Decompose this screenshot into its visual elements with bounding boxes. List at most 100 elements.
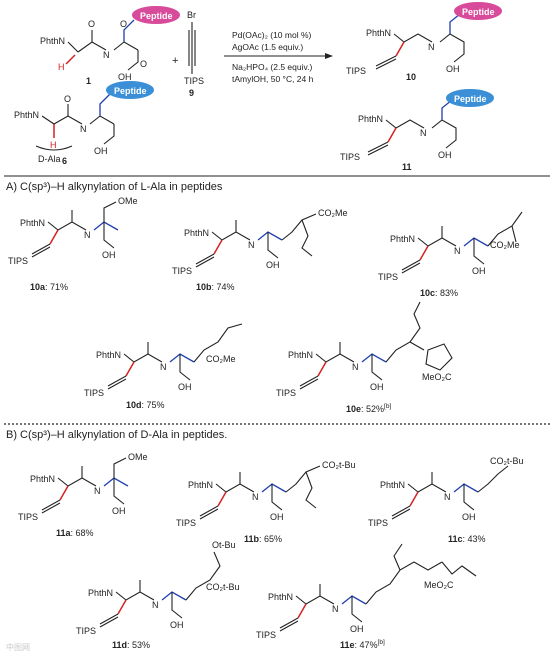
ester-11b: CO₂t-Bu bbox=[322, 460, 356, 470]
nh-label-6: N bbox=[80, 124, 87, 134]
oh-11b: OH bbox=[270, 512, 284, 522]
yield-11c: : 43% bbox=[463, 534, 486, 544]
product-10d: PhthN N CO₂Me OH TIPS bbox=[84, 323, 243, 398]
nh-11c: N bbox=[444, 492, 451, 502]
carbonyl-o-2: O bbox=[120, 19, 127, 29]
h-atom-label: H bbox=[58, 62, 65, 72]
oh-10b: OH bbox=[266, 260, 280, 270]
nh-10b: N bbox=[248, 240, 255, 250]
tips-10c: TIPS bbox=[378, 272, 398, 282]
peptide-tag-1: Peptide bbox=[132, 6, 180, 24]
yield-11d: : 53% bbox=[127, 640, 150, 650]
nh-10c: N bbox=[454, 246, 461, 256]
ester-11a: OMe bbox=[128, 452, 148, 462]
conditions: Pd(OAc)₂ (10 mol %) AgOAc (1.5 equiv.) N… bbox=[224, 30, 333, 84]
product-11a: PhthN N OMe OH TIPS bbox=[18, 452, 148, 522]
nh-10e: N bbox=[352, 362, 359, 372]
peptide-tag-10: Peptide bbox=[454, 2, 502, 20]
watermark: 中图网 bbox=[6, 642, 30, 652]
svg-text:10c: 83%: 10c: 83% bbox=[420, 288, 458, 298]
svg-text:10a: 71%: 10a: 71% bbox=[30, 282, 68, 292]
product-11b: PhthN N CO₂t-Bu OH TIPS bbox=[176, 460, 356, 528]
product-10: PhthN TIPS N OH 10 bbox=[346, 13, 465, 82]
svg-text:11b: 65%: 11b: 65% bbox=[244, 534, 282, 544]
product-10a: PhthN N OMe OH TIPS bbox=[8, 196, 138, 266]
nh-11e: N bbox=[332, 604, 339, 614]
label-10e: 10e bbox=[346, 404, 361, 414]
oh-11d: OH bbox=[170, 620, 184, 630]
label-10c: 10c bbox=[420, 288, 435, 298]
condition-4: tAmylOH, 50 °C, 24 h bbox=[232, 74, 314, 84]
substrate-1: PhthN H O N O OH O 1 bbox=[40, 19, 147, 86]
yield-10d: : 75% bbox=[142, 400, 165, 410]
product-10b: PhthN N CO₂Me OH TIPS bbox=[172, 208, 348, 276]
tips-11e: TIPS bbox=[256, 630, 276, 640]
ether-11d: Ot-Bu bbox=[212, 540, 236, 550]
ester-10e: MeO₂C bbox=[422, 372, 452, 382]
phthn-label-6: PhthN bbox=[14, 110, 39, 120]
plus-sign: + bbox=[172, 55, 178, 67]
yield-10c: : 83% bbox=[435, 288, 458, 298]
phthn-10b: PhthN bbox=[184, 228, 209, 238]
tips-11c: TIPS bbox=[368, 518, 388, 528]
tips-11a: TIPS bbox=[18, 512, 38, 522]
ester-11d: CO₂t-Bu bbox=[206, 582, 240, 592]
label-10d: 10d bbox=[126, 400, 142, 410]
tips-label-10: TIPS bbox=[346, 66, 366, 76]
footnote-11e: [b] bbox=[378, 639, 385, 646]
tips-label-11: TIPS bbox=[340, 152, 360, 162]
label-11c: 11c bbox=[448, 534, 463, 544]
acid-o: O bbox=[140, 59, 147, 69]
oh-label: OH bbox=[118, 72, 132, 82]
tips-11b: TIPS bbox=[176, 518, 196, 528]
peptide-tag-11: Peptide bbox=[446, 89, 494, 107]
tips-10e: TIPS bbox=[276, 388, 296, 398]
yield-11b: : 65% bbox=[259, 534, 282, 544]
section-a-title: A) C(sp³)–H alkynylation of L-Ala in pep… bbox=[6, 181, 223, 193]
d-ala-label: D-Ala bbox=[38, 154, 61, 164]
phthn-11c: PhthN bbox=[380, 480, 405, 490]
oh-11e: OH bbox=[350, 624, 364, 634]
product-10c: PhthN N CO₂Me OH TIPS bbox=[378, 211, 523, 282]
svg-text:10e: 52%[b]: 10e: 52%[b] bbox=[346, 403, 391, 414]
reagent-9-label: 9 bbox=[189, 88, 194, 98]
product-10e: PhthN N MeO₂C OH TIPS bbox=[276, 301, 453, 398]
compound-10-label: 10 bbox=[406, 72, 416, 82]
peptide-label-1: Peptide bbox=[140, 11, 173, 21]
nh-11d: N bbox=[152, 600, 159, 610]
svg-text:11e: 47%[b]: 11e: 47%[b] bbox=[340, 639, 385, 650]
ester-11c: CO₂t-Bu bbox=[490, 456, 524, 466]
ester-10a: OMe bbox=[118, 196, 138, 206]
product-11e: PhthN N MeO₂C OH TIPS bbox=[256, 543, 477, 640]
oh-10e: OH bbox=[370, 382, 384, 392]
oh-label-11: OH bbox=[438, 150, 452, 160]
compound-6-label: 6 bbox=[62, 156, 67, 166]
tips-11d: TIPS bbox=[76, 626, 96, 636]
tips-label-9: TIPS bbox=[184, 76, 204, 86]
nh-10d: N bbox=[160, 362, 167, 372]
h-atom-label-6: H bbox=[50, 140, 57, 150]
phthn-11d: PhthN bbox=[88, 588, 113, 598]
svg-text:10d: 75%: 10d: 75% bbox=[126, 400, 165, 410]
nh-label-10: N bbox=[428, 42, 435, 52]
oh-11a: OH bbox=[112, 506, 126, 516]
ester-10c: CO₂Me bbox=[490, 240, 520, 250]
reagent-9: Br TIPS 9 bbox=[184, 10, 204, 98]
label-11b: 11b bbox=[244, 534, 260, 544]
substrate-6: PhthN H O N OH D-Ala 6 bbox=[14, 93, 115, 166]
phthn-10e: PhthN bbox=[288, 350, 313, 360]
peptide-tag-6: Peptide bbox=[106, 81, 154, 99]
phthn-11a: PhthN bbox=[30, 474, 55, 484]
nh-label-11: N bbox=[420, 128, 427, 138]
yield-10e: : 52% bbox=[361, 404, 384, 414]
compound-11-label: 11 bbox=[402, 162, 412, 172]
compound-1-label: 1 bbox=[86, 76, 91, 86]
label-11d: 11d bbox=[112, 640, 127, 650]
peptide-label-6: Peptide bbox=[114, 86, 147, 96]
oh-label-10: OH bbox=[446, 64, 460, 74]
product-11: PhthN TIPS N OH 11 bbox=[340, 99, 457, 172]
label-11a: 11a bbox=[56, 528, 72, 538]
nh-label: N bbox=[103, 50, 110, 60]
phthn-10a: PhthN bbox=[20, 218, 45, 228]
